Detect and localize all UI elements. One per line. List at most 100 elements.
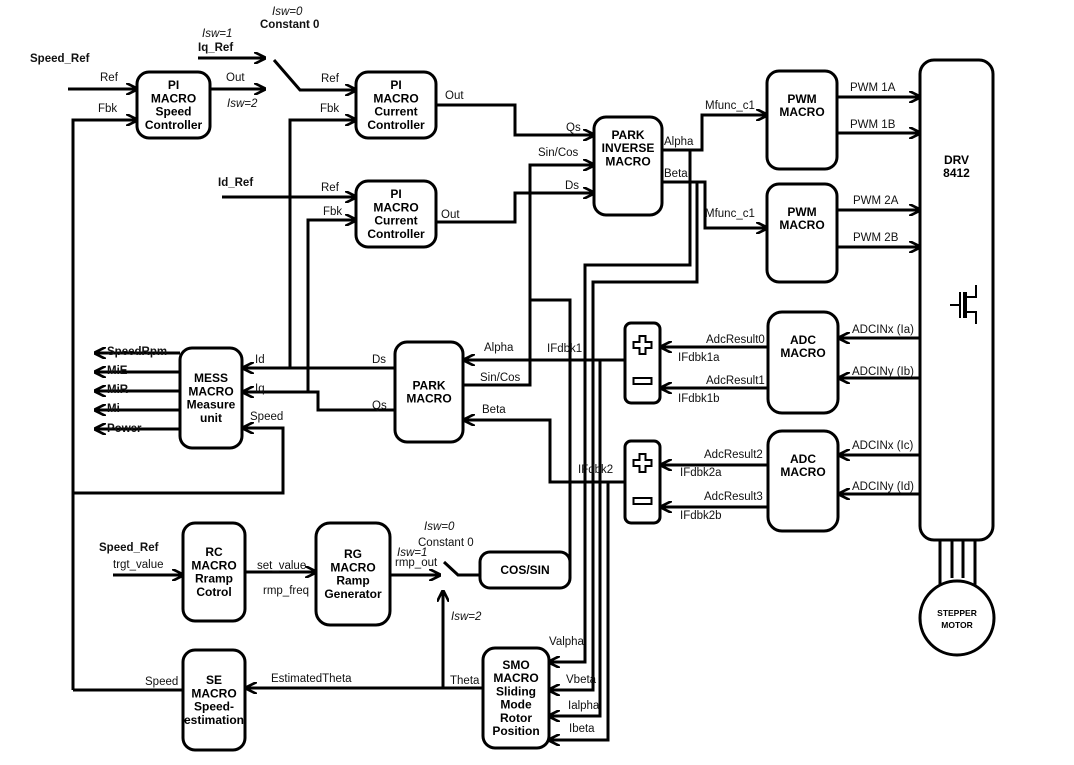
- block-label: Speed: [155, 105, 191, 119]
- label-ifdbk2b: IFdbk2b: [680, 510, 722, 522]
- label-mi: Mi: [107, 403, 120, 415]
- block-frame: [354, 179, 438, 249]
- block-frame: [478, 550, 572, 590]
- block-label: MACRO: [330, 560, 375, 574]
- angle-switch-wire: [442, 560, 480, 577]
- motor-label: STEPPER: [937, 608, 977, 618]
- label-park-alpha: Alpha: [484, 342, 514, 354]
- block-label: Measure: [187, 398, 236, 412]
- ds-wire: [436, 193, 594, 224]
- alpha-wire: [662, 115, 767, 152]
- block-label: PARK: [611, 128, 644, 142]
- label-isw2-top: Isw=2: [227, 98, 258, 110]
- block-label: SMO: [502, 658, 529, 672]
- label-adcres3: AdcResult3: [704, 491, 763, 503]
- block-label: PI: [168, 78, 179, 92]
- block-label: COS/SIN: [500, 563, 549, 577]
- label-power: Power: [107, 423, 142, 435]
- label-out-speed: Out: [226, 72, 245, 84]
- block-label: Rramp: [195, 572, 233, 586]
- block-label: MACRO: [191, 558, 236, 572]
- label-adcin-ia: ADCINx (Ia): [852, 324, 914, 336]
- block-frame: [765, 69, 839, 171]
- motor-label: MOTOR: [941, 620, 972, 630]
- block-label: MACRO: [780, 346, 825, 360]
- label-estimated-theta: EstimatedTheta: [271, 673, 352, 685]
- label-ifdbk2: IFdbk2: [578, 464, 613, 476]
- block-frame: [918, 58, 995, 542]
- label-alpha-out: Alpha: [664, 136, 694, 148]
- block-label: MESS: [194, 371, 228, 385]
- block-frame: [178, 346, 244, 450]
- label-isw0-bottom: Isw=0: [424, 521, 455, 533]
- wires: [68, 58, 977, 740]
- label-isw1-top: Isw=1: [202, 28, 232, 40]
- block-label: MACRO: [780, 465, 825, 479]
- label-adcin-ib: ADCINy (Ib): [852, 366, 914, 378]
- minus-icon: [632, 497, 653, 505]
- block-label: Ramp: [336, 574, 369, 588]
- label-ibeta: Ibeta: [569, 723, 595, 735]
- block-label: unit: [200, 411, 222, 425]
- block-label: RG: [344, 547, 362, 561]
- summer-2: [623, 439, 662, 525]
- label-park-beta: Beta: [482, 404, 506, 416]
- label-fbk-iq: Fbk: [320, 103, 339, 115]
- ifdbk2-wire: [464, 420, 625, 484]
- block-label: MACRO: [406, 392, 451, 406]
- label-ds-in: Ds: [565, 180, 579, 192]
- label-mfunc2: Mfunc_c1: [705, 208, 755, 220]
- block-label: Current: [374, 105, 417, 119]
- label-adcin-id: ADCINy (Id): [852, 481, 914, 493]
- label-park-sincos: Sin/Cos: [480, 372, 521, 384]
- label-adcres1: AdcResult1: [706, 375, 765, 387]
- block-label: MACRO: [191, 686, 236, 700]
- label-set-value: set_value: [257, 560, 306, 572]
- block-frame: [766, 429, 840, 533]
- block-frame: [766, 310, 840, 415]
- speed-fbk-wire: [71, 120, 137, 690]
- label-isw2-bottom: Isw=2: [451, 611, 482, 623]
- plus-icon: [632, 453, 653, 473]
- block-label: MACRO: [373, 200, 418, 214]
- label-ialpha: Ialpha: [568, 700, 600, 712]
- label-sincos-in: Sin/Cos: [538, 147, 579, 159]
- vbeta-wire: [549, 182, 699, 690]
- block-frame: [592, 115, 664, 217]
- label-theta: Theta: [450, 675, 480, 687]
- label-adcres2: AdcResult2: [704, 449, 763, 461]
- label-fbk-speed: Fbk: [98, 103, 117, 115]
- label-adcres0: AdcResult0: [706, 334, 765, 346]
- block-label: Generator: [324, 587, 382, 601]
- block-label: ADC: [790, 333, 816, 347]
- label-mfunc1: Mfunc_c1: [705, 100, 755, 112]
- label-pwm2a: PWM 2A: [853, 195, 899, 207]
- label-iq-ref: Iq_Ref: [198, 42, 233, 54]
- blocks: PIMACROSpeedControllerPIMACROCurrentCont…: [135, 58, 996, 752]
- block-label: Cotrol: [196, 585, 231, 599]
- label-isw0-top: Isw=0: [272, 6, 303, 18]
- block-label: PWM: [787, 92, 816, 106]
- label-beta-out: Beta: [664, 168, 688, 180]
- iq-fbk-wire: [288, 120, 356, 368]
- label-mir: MiR: [107, 384, 129, 396]
- block-label: MACRO: [779, 105, 824, 119]
- valpha-wire: [549, 150, 692, 662]
- block-label: ADC: [790, 452, 816, 466]
- beta-wire: [662, 180, 767, 228]
- block-label: Position: [492, 724, 539, 738]
- label-rmp-freq: rmp_freq: [263, 585, 309, 597]
- block-label: Mode: [500, 698, 532, 712]
